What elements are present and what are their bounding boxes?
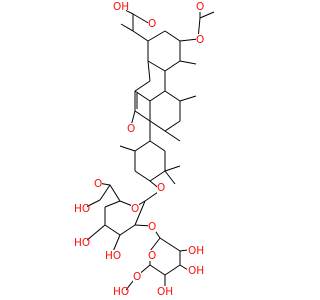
bond-line bbox=[147, 60, 166, 72]
atom-label-ring2-ring-o: O bbox=[148, 250, 156, 262]
bond-line bbox=[147, 60, 151, 82]
bond-line bbox=[179, 249, 189, 252]
bond-line bbox=[147, 30, 166, 42]
bond-line bbox=[104, 224, 121, 236]
bond-line bbox=[179, 264, 189, 271]
atom-label-ring1-cooh-oh: HO bbox=[74, 203, 90, 215]
atom-label-cooh-top-o: O bbox=[148, 18, 156, 30]
bond-line bbox=[119, 145, 136, 152]
bond-line bbox=[164, 30, 181, 42]
atom-label-cooh-top-oh: OH bbox=[113, 1, 129, 13]
atom-label-ring2-oh-right2: OH bbox=[188, 265, 204, 277]
bond-line bbox=[149, 120, 166, 132]
bond-line bbox=[109, 184, 121, 202]
bond-line bbox=[134, 170, 151, 182]
atom-label-ring1-oh-bottom: HO bbox=[105, 250, 121, 262]
molecule-structure: OH O O O O O O HO O HO HO O O OH OH bbox=[73, 1, 215, 298]
bond-line bbox=[149, 237, 161, 252]
bond-line bbox=[164, 60, 181, 72]
bond-line bbox=[149, 90, 166, 102]
atom-label-ring2-oh-right1: OH bbox=[188, 245, 204, 257]
bond-line bbox=[199, 11, 215, 19]
bond-line bbox=[85, 224, 106, 242]
bond-line bbox=[164, 120, 181, 132]
atom-label-ring2-cooh-o: O bbox=[133, 271, 141, 283]
bond-line bbox=[134, 140, 151, 152]
bond-line bbox=[132, 30, 149, 42]
atom-label-acetyl-o-ester: O bbox=[196, 34, 204, 46]
atom-label-ring2-oh-bottom: OH bbox=[157, 286, 173, 298]
bond-line bbox=[179, 38, 199, 42]
bond-line bbox=[120, 23, 134, 32]
bond-line bbox=[104, 200, 121, 208]
bond-line bbox=[149, 140, 166, 152]
bond-line bbox=[119, 224, 136, 236]
bond-line bbox=[134, 200, 146, 226]
bond-line bbox=[159, 237, 181, 252]
atom-label-ring1-oh-left: HO bbox=[74, 237, 90, 249]
bond-line bbox=[134, 90, 151, 102]
bond-line bbox=[149, 264, 166, 276]
bond-line bbox=[164, 165, 181, 172]
atom-label-acetyl-o-carbonyl: O bbox=[196, 1, 204, 13]
bond-line bbox=[164, 170, 176, 185]
atom-label-ring1-link-o: O bbox=[148, 221, 156, 233]
bond-line bbox=[134, 110, 151, 122]
bond-line bbox=[99, 184, 111, 201]
bond-line bbox=[149, 170, 166, 182]
bond-line bbox=[164, 90, 181, 102]
atom-label-glycoside-o: O bbox=[157, 182, 165, 194]
atom-label-ketone-o: O bbox=[127, 123, 135, 135]
bond-line bbox=[179, 60, 197, 65]
atom-label-ring1-ring-o: O bbox=[131, 203, 139, 215]
bond-lines bbox=[85, 7, 215, 291]
atom-label-ring1-cooh-o: O bbox=[94, 178, 102, 190]
bond-line bbox=[134, 80, 151, 92]
bond-line bbox=[164, 130, 181, 142]
atom-labels: OH O O O O O O HO O HO HO O O OH OH bbox=[73, 1, 204, 298]
bond-line bbox=[85, 199, 101, 208]
bond-line bbox=[132, 13, 151, 25]
atom-label-ring2-cooh-oh: HO bbox=[113, 286, 129, 298]
bond-line bbox=[164, 264, 181, 276]
bond-line bbox=[179, 95, 197, 102]
